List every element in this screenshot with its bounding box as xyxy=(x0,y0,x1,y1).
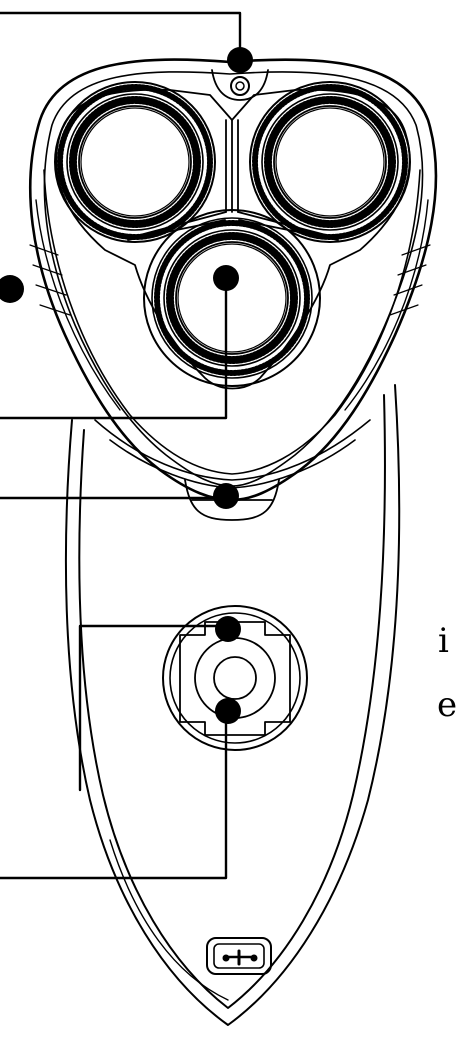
leader-top-pivot xyxy=(0,13,240,56)
cutter-bottom xyxy=(144,210,320,386)
callout-head-release-button xyxy=(213,483,239,509)
callout-bottom-cutter xyxy=(213,265,239,291)
label-fragment-i: i xyxy=(438,624,449,658)
cutter-upper-left xyxy=(55,82,215,242)
cutter-upper-right xyxy=(250,82,410,242)
callout-left-side xyxy=(0,275,24,303)
callout-top-pivot xyxy=(227,47,253,73)
callout-switch-top xyxy=(215,616,241,642)
label-fragment-e: e xyxy=(437,688,457,722)
charging-socket xyxy=(207,938,271,974)
callout-switch-center xyxy=(215,698,241,724)
leader-lines xyxy=(0,13,240,878)
top-pivot xyxy=(212,70,268,100)
